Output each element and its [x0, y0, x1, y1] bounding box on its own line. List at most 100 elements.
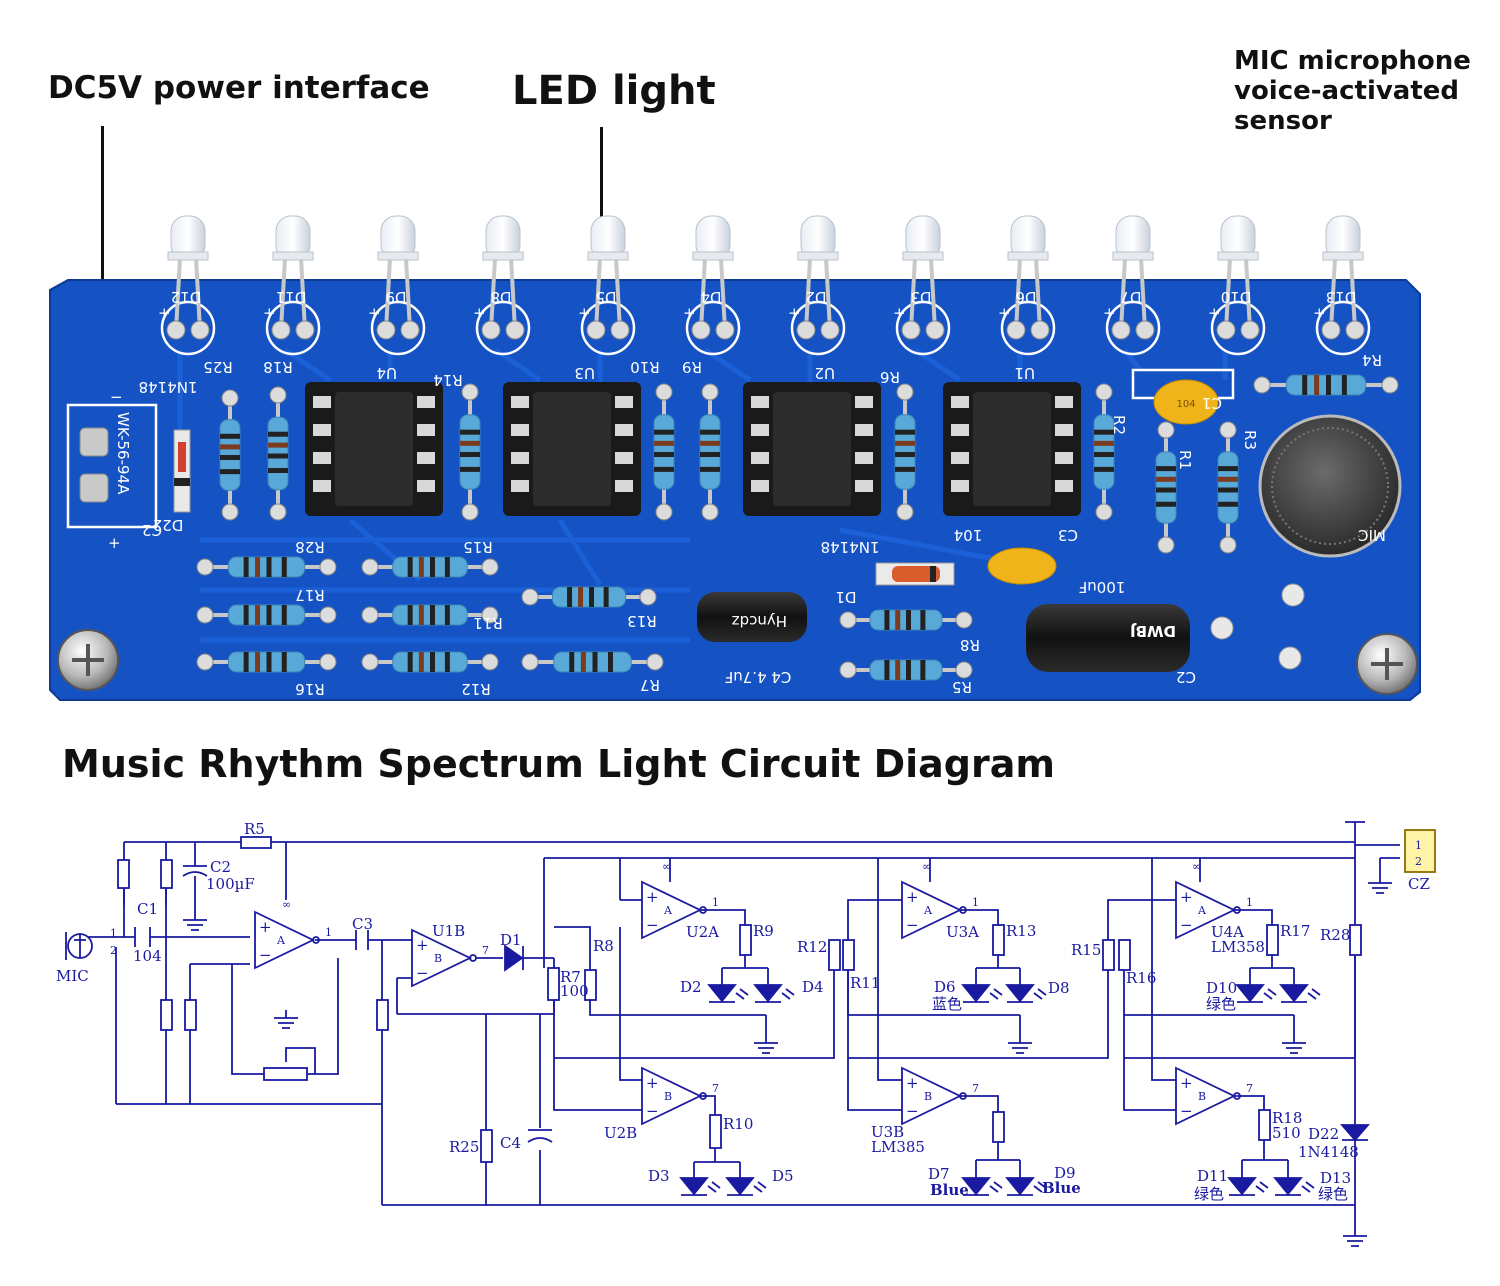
- sch-label-cz: CZ: [1408, 875, 1430, 893]
- silk-r6: R6: [880, 368, 900, 386]
- silk-ic-label: U1: [1014, 364, 1035, 382]
- pcb-led-d11: D11+: [263, 215, 321, 356]
- sch-supply-marker: ∞: [282, 898, 291, 911]
- pcb-resistor-r2: [1093, 383, 1115, 521]
- pcb-led-d9: D9+: [368, 215, 426, 356]
- sch-resistor-r8: [584, 969, 597, 1001]
- silk-v104b: 104: [1176, 399, 1195, 410]
- sch-label-d13c: 绿色: [1318, 1185, 1348, 1203]
- sch-opamp-plus: +: [646, 1074, 659, 1092]
- callout-pointer-led: [600, 127, 603, 225]
- sch-opamp-pin: 7: [712, 1082, 719, 1095]
- sch-resistor-r10: [709, 1114, 722, 1149]
- schematic-components: [65, 829, 1436, 1247]
- sch-label-d5: D5: [772, 1167, 794, 1185]
- pcb-resistor-r25: [219, 389, 241, 521]
- sch-label-d11c: 绿色: [1194, 1185, 1224, 1203]
- silk-r25: R25: [203, 358, 233, 376]
- sch-opamp-minus: −: [1180, 916, 1193, 934]
- silk-r15: R15: [463, 538, 493, 556]
- sch-label-cz2: 2: [1415, 855, 1422, 868]
- pcb-resistor-r5: [839, 659, 973, 681]
- sch-cap-c3: [355, 930, 369, 950]
- wire-stage4: [1107, 858, 1295, 1111]
- wire-mid-rail: [543, 857, 1355, 968]
- pcb-resistor-r6: [894, 383, 916, 521]
- wire-stage3b: [848, 970, 1109, 1178]
- silk-led-label: D10: [1221, 288, 1252, 306]
- pcb-led-d8: D8+: [473, 215, 531, 356]
- pcb-resistor-r9: [699, 383, 721, 521]
- pcb-led-d5: D5+: [578, 215, 636, 356]
- pcb-led-row: D12+D11+D9+D8+D5+D4+D2+D3+D6+D7+D10+D13+: [158, 215, 1371, 356]
- sch-opamp-pin: 7: [972, 1082, 979, 1095]
- silk-cap-brand: Hyncdz: [732, 612, 787, 630]
- wire-left-bottom: [115, 947, 382, 1105]
- sch-opamp-minus: −: [646, 1102, 659, 1120]
- pcb-resistor-r1: [1155, 421, 1177, 554]
- sch-cap-c4: [527, 1129, 553, 1143]
- sch-opamp-u4b: [1175, 1066, 1241, 1126]
- wire-stage1: [315, 939, 555, 1015]
- pcb-ic-u1: U1: [943, 364, 1081, 516]
- circuit-diagram: [65, 821, 1436, 1247]
- sch-label-c1: C1: [137, 900, 158, 918]
- sch-led-d11: [1227, 1177, 1269, 1196]
- silk-led-label: D5: [595, 288, 616, 306]
- sch-resistor-c3-bias: [376, 999, 389, 1031]
- wire-stage3: [847, 858, 1021, 1111]
- sch-label-r16: R16: [1126, 969, 1156, 987]
- sch-label-d7c: Blue: [930, 1181, 969, 1199]
- silk-c2a: C2: [142, 521, 162, 539]
- sch-label-c2: C2: [210, 858, 231, 876]
- sch-opamp-plus: +: [906, 1074, 919, 1092]
- sch-led-d3: [679, 1177, 721, 1196]
- silk-r5: R5: [952, 678, 972, 696]
- pcb-resistor-r14: [459, 383, 481, 521]
- callout-power-interface: DC5V power interface: [48, 70, 430, 106]
- sch-connector-cz: [1404, 829, 1436, 873]
- pcb-cap-c4: Hyncdz: [697, 592, 807, 642]
- sch-opamp-pin: 1: [712, 896, 719, 909]
- sch-resistor-r5: [240, 836, 272, 849]
- sch-label-c4: C4: [500, 1134, 521, 1152]
- sch-opamp-unit: B: [924, 1090, 932, 1103]
- power-interface-pads: WK-56-94A + −: [66, 388, 158, 552]
- sch-diode-d1: [504, 944, 524, 972]
- callout-mic-line2: voice-activated: [1234, 76, 1460, 106]
- sch-opamp-u4a: [1175, 880, 1241, 940]
- pcb-led-d12: D12+: [158, 215, 216, 356]
- wire-stage2-link: [554, 940, 849, 1059]
- sch-supply-marker: ∞: [922, 860, 931, 873]
- pcb-resistors: [196, 374, 1399, 681]
- sch-label-r11: R11: [850, 974, 880, 992]
- sch-opamp-unit: B: [1198, 1090, 1206, 1103]
- sch-opamp-minus: −: [1180, 1102, 1193, 1120]
- sch-opamp-pin: 1: [972, 896, 979, 909]
- wire-top-rail: [123, 841, 1355, 905]
- silk-plus: +: [578, 304, 591, 322]
- silk-plus: +: [108, 534, 121, 552]
- sch-label-d10: D10: [1206, 979, 1237, 997]
- pcb-diode-d1: [875, 562, 955, 586]
- silk-r12: R12: [461, 680, 491, 698]
- sch-label-cz1: 1: [1415, 839, 1422, 852]
- sch-label-d7: D7: [928, 1165, 950, 1183]
- pcb-board: WK-56-94A + − D12+D11+D9+D8+D5+D4+D2+D3+…: [49, 215, 1421, 701]
- silk-plus: +: [998, 304, 1011, 322]
- pcb-resistor-r8: [839, 609, 973, 631]
- sch-label-c3: C3: [352, 915, 373, 933]
- sch-opamp-minus: −: [906, 1102, 919, 1120]
- silk-ic-label: U3: [574, 364, 595, 382]
- sch-label-r18v: 510: [1272, 1124, 1301, 1142]
- pcb-resistor-r28: [196, 556, 337, 578]
- silk-ic-label: U2: [814, 364, 835, 382]
- silk-led-label: D12: [171, 288, 202, 306]
- sch-label-c1v: 104: [133, 947, 162, 965]
- silk-led-label: D6: [1015, 288, 1036, 306]
- sch-resistor-left2: [160, 859, 173, 889]
- sch-resistor-left1: [117, 859, 130, 889]
- sch-label-r28: R28: [1320, 926, 1350, 944]
